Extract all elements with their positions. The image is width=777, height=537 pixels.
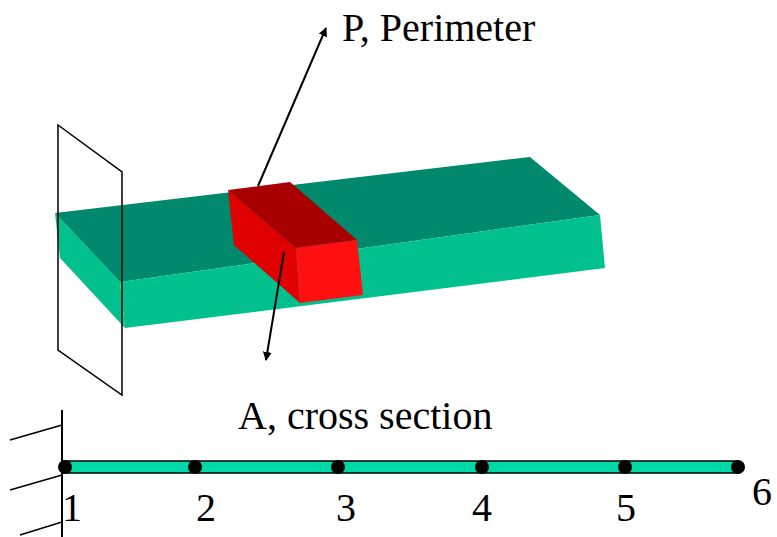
beam-element	[62, 461, 738, 473]
node-number: 2	[196, 488, 216, 528]
perimeter-arrow	[258, 28, 326, 186]
support-hatch	[10, 475, 62, 490]
node-number: 6	[752, 472, 772, 512]
node-number: 3	[336, 488, 356, 528]
callout-label: A, cross section	[238, 396, 492, 436]
node-dots	[58, 460, 745, 474]
callout-label: P, Perimeter	[342, 8, 535, 48]
slice-top-face	[228, 182, 357, 248]
support-hatch	[10, 425, 62, 440]
area-arrow	[266, 252, 284, 360]
node-number: 5	[616, 488, 636, 528]
support-hatch	[20, 522, 62, 535]
wall-plane	[58, 125, 122, 395]
node-number: 1	[62, 488, 82, 528]
node-number: 4	[472, 488, 492, 528]
slab-front-face	[120, 215, 605, 328]
slice-front-face	[296, 240, 363, 303]
